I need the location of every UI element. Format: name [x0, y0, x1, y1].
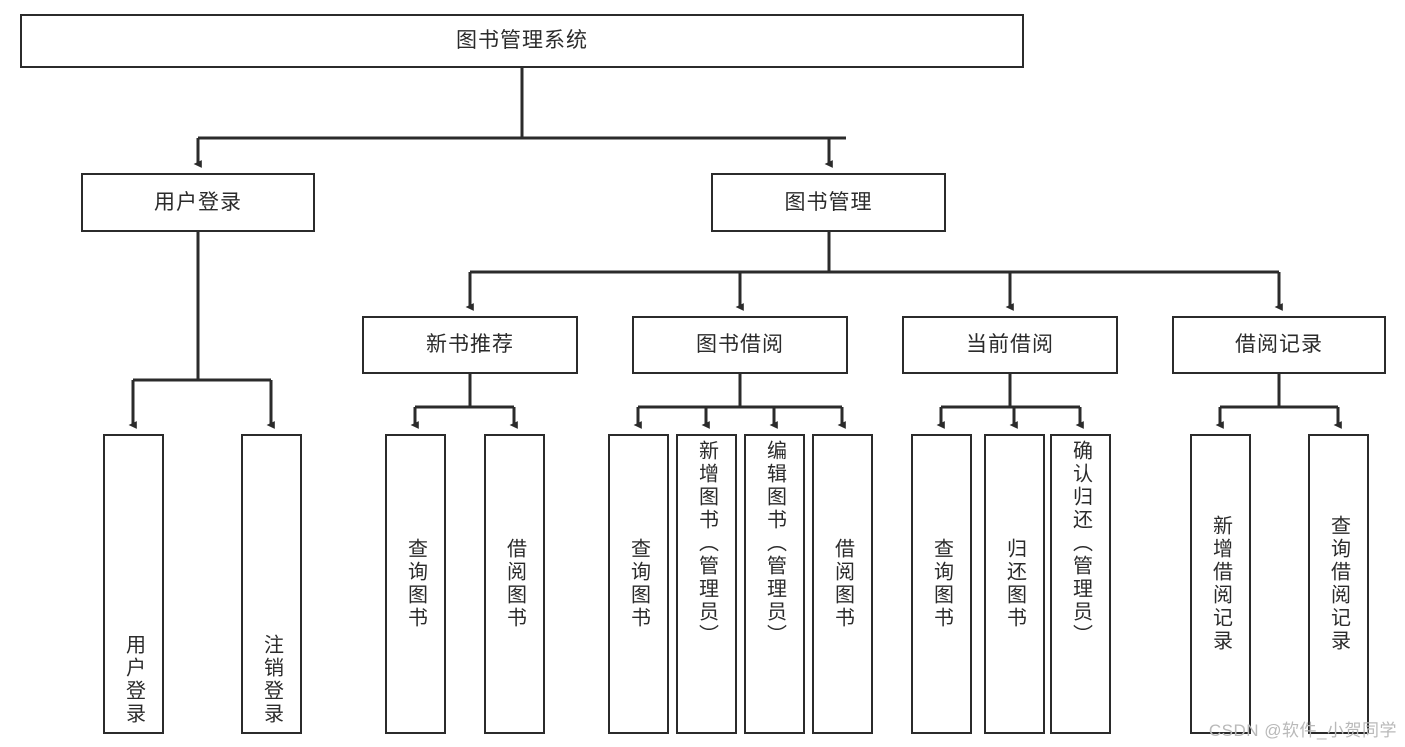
node-leaf-add-book[interactable]: 新增图书（管理员）	[676, 434, 737, 734]
node-leaf-logout[interactable]: 注销登录	[241, 434, 302, 734]
node-book-manage-label: 图书管理	[784, 190, 873, 214]
node-book-borrow[interactable]: 图书借阅	[632, 316, 848, 374]
node-user-login[interactable]: 用户登录	[81, 173, 315, 232]
node-leaf-query-book-3[interactable]: 查询图书	[911, 434, 972, 734]
node-leaf-borrow-book-1[interactable]: 借阅图书	[484, 434, 545, 734]
node-leaf-confirm-return[interactable]: 确认归还（管理员）	[1050, 434, 1111, 734]
node-current-borrow-label: 当前借阅	[966, 333, 1054, 357]
node-leaf-borrow-book-2[interactable]: 借阅图书	[812, 434, 873, 734]
node-leaf-borrow-book-1-label: 借阅图书	[503, 538, 526, 630]
node-new-book-recommend[interactable]: 新书推荐	[362, 316, 578, 374]
node-book-manage[interactable]: 图书管理	[711, 173, 946, 232]
node-book-borrow-label: 图书借阅	[696, 333, 784, 357]
watermark: CSDN @软件_小贺同学	[1208, 721, 1397, 740]
node-borrow-record[interactable]: 借阅记录	[1172, 316, 1386, 374]
node-leaf-query-book-2[interactable]: 查询图书	[608, 434, 669, 734]
node-leaf-query-book-3-label: 查询图书	[930, 538, 953, 630]
node-leaf-query-book-2-label: 查询图书	[627, 538, 650, 630]
node-leaf-logout-label: 注销登录	[260, 634, 283, 726]
node-leaf-user-login[interactable]: 用户登录	[103, 434, 164, 734]
node-leaf-add-record[interactable]: 新增借阅记录	[1190, 434, 1251, 734]
node-current-borrow[interactable]: 当前借阅	[902, 316, 1118, 374]
node-borrow-record-label: 借阅记录	[1235, 333, 1323, 357]
node-root[interactable]: 图书管理系统	[20, 14, 1024, 68]
node-leaf-query-record-label: 查询借阅记录	[1327, 515, 1350, 653]
node-leaf-edit-book-label: 编辑图书（管理员）	[763, 440, 786, 647]
node-leaf-return-book-label: 归还图书	[1003, 538, 1026, 630]
node-root-label: 图书管理系统	[456, 29, 588, 53]
node-leaf-confirm-return-label: 确认归还（管理员）	[1069, 440, 1092, 647]
node-leaf-query-record[interactable]: 查询借阅记录	[1308, 434, 1369, 734]
node-new-book-recommend-label: 新书推荐	[426, 333, 514, 357]
node-leaf-edit-book[interactable]: 编辑图书（管理员）	[744, 434, 805, 734]
node-leaf-borrow-book-2-label: 借阅图书	[831, 538, 854, 630]
node-user-login-label: 用户登录	[154, 190, 242, 214]
node-leaf-user-login-label: 用户登录	[122, 634, 145, 726]
node-leaf-query-book-1[interactable]: 查询图书	[385, 434, 446, 734]
node-leaf-add-book-label: 新增图书（管理员）	[695, 440, 718, 647]
node-leaf-add-record-label: 新增借阅记录	[1209, 515, 1232, 653]
node-leaf-return-book[interactable]: 归还图书	[984, 434, 1045, 734]
node-leaf-query-book-1-label: 查询图书	[404, 538, 427, 630]
